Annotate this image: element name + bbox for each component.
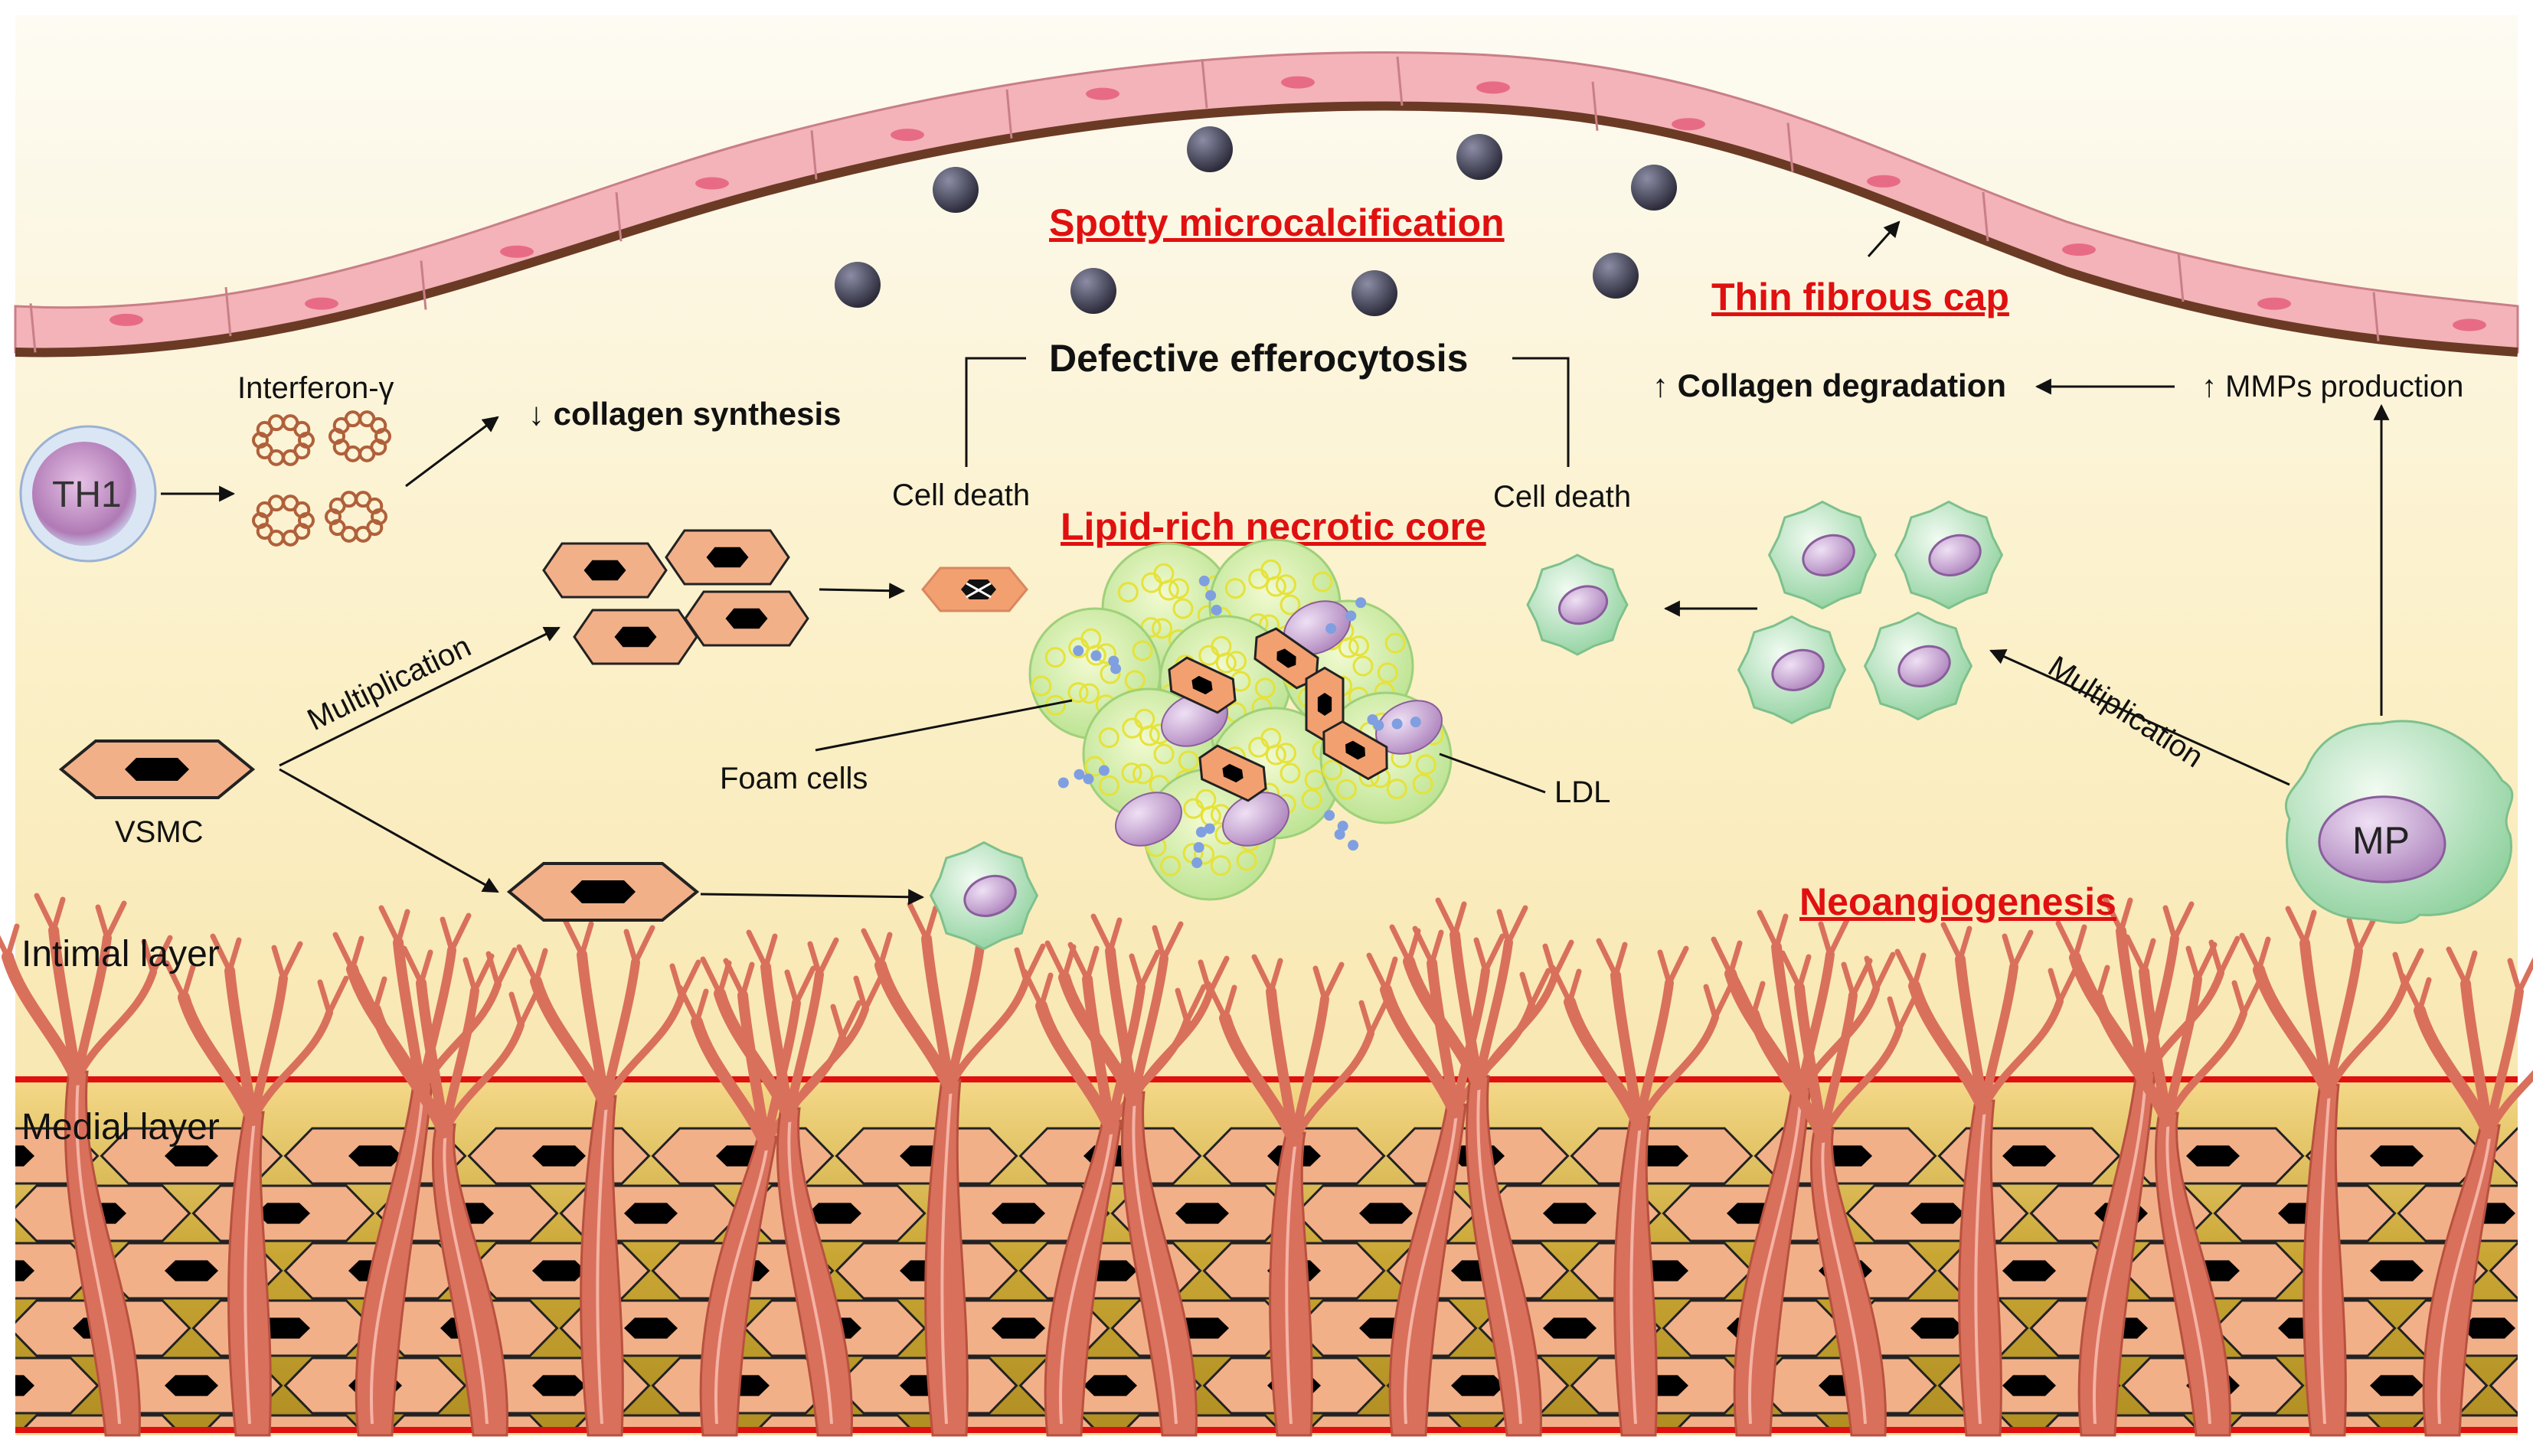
ldl-particle xyxy=(1392,719,1403,730)
cell-death-right-label: Cell death xyxy=(1493,480,1631,514)
collagen-synthesis-label: ↓ collagen synthesis xyxy=(528,396,841,432)
macrophage-mp: MP xyxy=(2286,721,2512,922)
spotty-microcalcification-label: Spotty microcalcification xyxy=(1049,201,1505,244)
endothelial-nucleus xyxy=(1281,77,1315,89)
intimal-layer-label: Intimal layer xyxy=(21,934,220,974)
ldl-particle xyxy=(1335,829,1345,840)
macrophage-cell xyxy=(931,843,1038,949)
endothelial-nucleus xyxy=(1476,81,1510,93)
ldl-particle xyxy=(1194,842,1204,853)
calcification-dot xyxy=(835,262,881,308)
ldl-particle xyxy=(1348,840,1358,850)
ldl-particle xyxy=(1199,576,1210,586)
calcification-dot xyxy=(1351,270,1397,316)
medial-vsmc xyxy=(469,1243,649,1298)
vsmc-to-dying-arrow xyxy=(819,589,904,591)
proliferating-vsmc xyxy=(574,610,697,664)
ldl-particle xyxy=(1073,645,1083,656)
medial-vsmc xyxy=(2123,1243,2303,1298)
ldl-label: LDL xyxy=(1554,775,1610,809)
medial-vsmc xyxy=(0,1415,6,1452)
ldl-particle xyxy=(1099,766,1110,776)
medial-layer-label: Medial layer xyxy=(21,1107,220,1147)
ldl-particle xyxy=(1345,610,1356,621)
calcification-dot xyxy=(1631,165,1677,211)
medial-vsmc xyxy=(0,1301,6,1356)
endothelial-nucleus xyxy=(2453,319,2486,331)
proliferating-vsmc xyxy=(685,592,808,645)
medial-vsmc xyxy=(1572,1243,1752,1298)
thin-fibrous-cap-label: Thin fibrous cap xyxy=(1711,276,2009,318)
medial-vsmc xyxy=(1113,1301,1293,1356)
ldl-particle xyxy=(1090,651,1101,661)
ldl-particle xyxy=(1410,717,1421,727)
endothelial-nucleus xyxy=(1672,118,1705,130)
medial-vsmc xyxy=(1296,1301,1476,1356)
calcification-dot xyxy=(1593,253,1639,299)
endothelial-nucleus xyxy=(1867,175,1901,188)
proliferating-vsmc xyxy=(666,530,789,584)
medial-vsmc xyxy=(2123,1128,2303,1183)
th1-label: TH1 xyxy=(52,475,122,515)
calcification-dot xyxy=(1187,126,1233,172)
macrophage-cell xyxy=(1739,617,1845,723)
calcification-dot xyxy=(933,167,979,213)
medial-vsmc xyxy=(745,1186,925,1241)
endothelial-nucleus xyxy=(109,314,143,326)
vsmc-label: VSMC xyxy=(115,815,204,849)
ldl-particle xyxy=(1108,656,1119,667)
ldl-particle xyxy=(1058,778,1069,788)
collagen-degradation-label: ↑ Collagen degradation xyxy=(1652,367,2006,403)
medial-vsmc xyxy=(1572,1358,1752,1413)
ldl-particle xyxy=(1211,605,1222,615)
dying-vsmc xyxy=(923,568,1027,611)
ldl-particle xyxy=(1325,623,1336,634)
macrophage-cell xyxy=(1528,555,1627,655)
medial-vsmc xyxy=(1848,1186,2028,1241)
interferon-gamma-label: Interferon-γ xyxy=(237,371,394,405)
endothelial-nucleus xyxy=(1086,88,1119,100)
endothelial-nucleus xyxy=(891,129,924,141)
medial-vsmc xyxy=(653,1358,833,1413)
endothelial-nucleus xyxy=(2062,243,2096,256)
neoangiogenesis-label: Neoangiogenesis xyxy=(1799,880,2116,923)
medial-vsmc xyxy=(837,1128,1017,1183)
endothelial-nucleus xyxy=(695,178,729,190)
endothelial-nucleus xyxy=(305,298,338,310)
ldl-particle xyxy=(1355,597,1366,608)
vsmc-origin xyxy=(61,741,253,798)
endothelial-nucleus xyxy=(2257,298,2291,310)
defective-efferocytosis-label: Defective efferocytosis xyxy=(1049,337,1468,380)
ldl-particle xyxy=(1083,774,1093,785)
macrophage-cell xyxy=(1896,502,2002,609)
ldl-particle xyxy=(1373,720,1384,731)
ldl-particle xyxy=(1074,769,1084,780)
th1-cell: TH1 xyxy=(21,426,155,561)
proliferating-vsmc xyxy=(544,544,666,597)
mmps-production-label: ↑ MMPs production xyxy=(2201,370,2463,403)
medial-vsmc xyxy=(0,1186,6,1241)
foam-cells-label: Foam cells xyxy=(720,762,868,795)
calcification-dot xyxy=(1456,134,1502,180)
mp-label: MP xyxy=(2352,819,2410,862)
ldl-particle xyxy=(1191,857,1202,868)
medial-vsmc xyxy=(653,1128,833,1183)
macrophage-cell xyxy=(1770,502,1876,609)
cell-death-left-label: Cell death xyxy=(892,478,1030,512)
medial-vsmc xyxy=(1572,1128,1752,1183)
calcification-dot xyxy=(1070,268,1116,314)
transformed-vsmc xyxy=(509,863,697,920)
vsmc-derived-macrophage xyxy=(931,843,1038,949)
ldl-particle xyxy=(1196,827,1207,837)
macrophage-cell xyxy=(1865,613,1972,720)
endothelial-nucleus xyxy=(500,246,534,258)
medial-vsmc xyxy=(469,1128,649,1183)
ldl-particle xyxy=(1205,590,1216,601)
medial-vsmc xyxy=(194,1301,374,1356)
ldl-particle xyxy=(1324,810,1335,821)
medial-vsmc xyxy=(194,1186,374,1241)
